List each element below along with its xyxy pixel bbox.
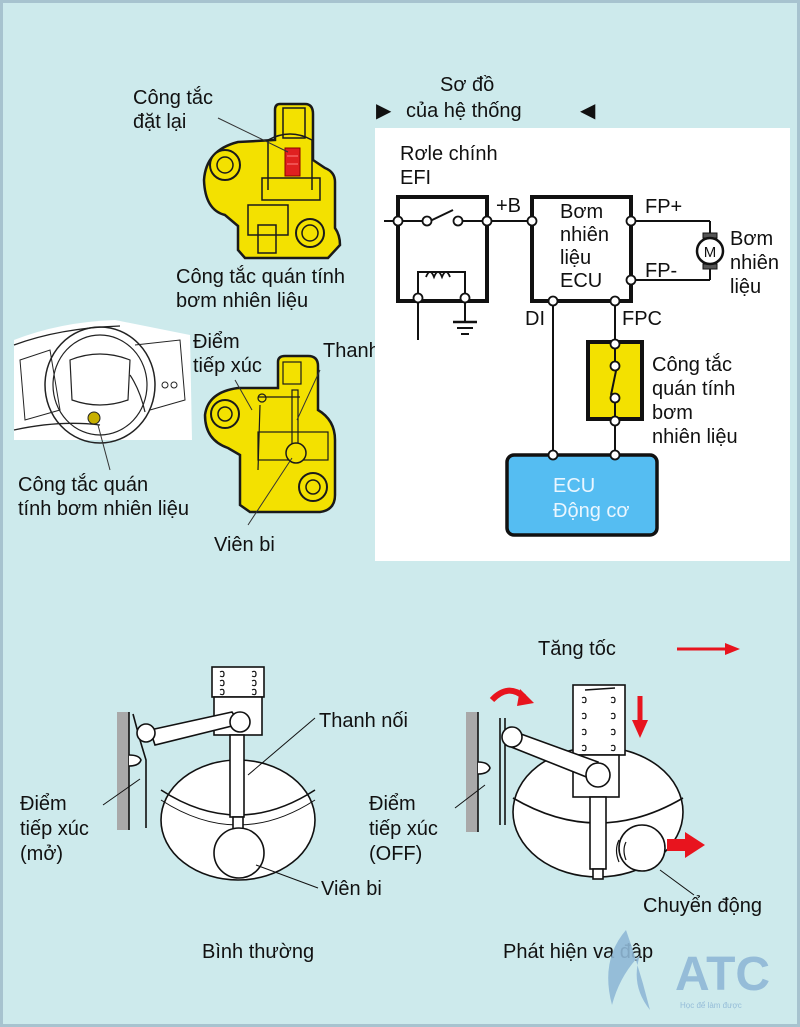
impact-contact-label-2: tiếp xúc (369, 818, 438, 840)
inertia-switch-schematic (586, 338, 644, 427)
diagram-canvas: Công tắc đặt lại Công tắc quán tính bơm … (13, 74, 790, 1010)
reset-switch-label-1: Công tắc (133, 86, 213, 109)
logo-tagline: Học để làm được (680, 1001, 742, 1010)
normal-ball-label: Viên bi (321, 878, 382, 900)
logo-text: ATC (675, 948, 770, 1001)
reset-button (284, 147, 301, 177)
plus-b-label: +B (496, 195, 521, 217)
normal-caption: Bình thường (202, 941, 314, 963)
relay-label-1: Rơle chính (400, 143, 498, 165)
relay-label-2: EFI (400, 167, 431, 189)
motor-icon: M (695, 232, 725, 270)
normal-state-illustration (102, 666, 319, 889)
system-title-2: của hệ thống (406, 100, 522, 122)
inertia-switch-cutaway (203, 354, 337, 526)
acceleration-arrow-icon (677, 643, 740, 655)
inertia-switch-label-2: bơm nhiên liệu (176, 290, 308, 312)
engine-ecu (505, 449, 659, 537)
fpc-label: FPC (622, 308, 662, 330)
fp-plus-label: FP+ (645, 196, 682, 218)
impact-contact-label-1: Điểm (369, 793, 416, 815)
schematic-switch-label-1: Công tắc (652, 353, 732, 376)
engine-ecu-label-1: ECU (553, 475, 595, 497)
system-title-1: Sơ đồ (440, 74, 494, 96)
contact-label-1: Điểm (193, 331, 240, 353)
ball-label-top: Viên bi (214, 534, 275, 556)
di-label: DI (525, 308, 545, 330)
location-label-1: Công tắc quán (18, 473, 148, 496)
down-arrow-icon (632, 696, 648, 738)
schematic-switch-label-2: quán tính (652, 378, 735, 400)
right-arrow-icon (667, 832, 705, 858)
fp-minus-label: FP- (645, 260, 677, 282)
inertia-switch-housing-top (202, 102, 342, 260)
pump-label-2: nhiên (730, 252, 779, 274)
engine-ecu-label-2: Động cơ (553, 500, 629, 522)
normal-rod-label: Thanh nối (319, 710, 408, 732)
dashboard-illustration (13, 320, 192, 471)
contact-label-2: tiếp xúc (193, 355, 262, 377)
rotation-arrow-icon (489, 687, 534, 706)
impact-state-illustration (454, 684, 695, 896)
impact-contact-label-3: (OFF) (369, 843, 422, 865)
normal-contact-label-3: (mở) (20, 843, 63, 865)
triangle-right-icon: ▶ (376, 100, 392, 122)
atc-logo: ATC Học để làm được (608, 930, 770, 1010)
pump-ecu-label-4: ECU (560, 270, 602, 292)
diagram-frame: Công tắc đặt lại Công tắc quán tính bơm … (3, 3, 797, 1024)
relay-terminals (392, 215, 493, 304)
location-label-2: tính bơm nhiên liệu (18, 498, 189, 520)
pump-label-1: Bơm (730, 228, 773, 250)
schematic-switch-label-3: bơm (652, 402, 693, 424)
pump-ecu-label-3: liệu (560, 247, 591, 269)
svg-text:M: M (704, 244, 717, 261)
normal-contact-label-1: Điểm (20, 793, 67, 815)
inertia-switch-label-1: Công tắc quán tính (176, 265, 345, 288)
reset-switch-label-2: đặt lại (133, 111, 186, 133)
normal-contact-label-2: tiếp xúc (20, 818, 89, 840)
pump-label-3: liệu (730, 276, 761, 298)
acceleration-label: Tăng tốc (538, 638, 616, 660)
movement-label: Chuyển động (643, 895, 762, 917)
triangle-left-icon: ◀ (580, 100, 596, 122)
schematic-switch-label-4: nhiên liệu (652, 426, 738, 448)
fuel-pump-ecu (526, 195, 711, 455)
pump-ecu-label-2: nhiên (560, 224, 609, 246)
pump-ecu-label-1: Bơm (560, 201, 603, 223)
